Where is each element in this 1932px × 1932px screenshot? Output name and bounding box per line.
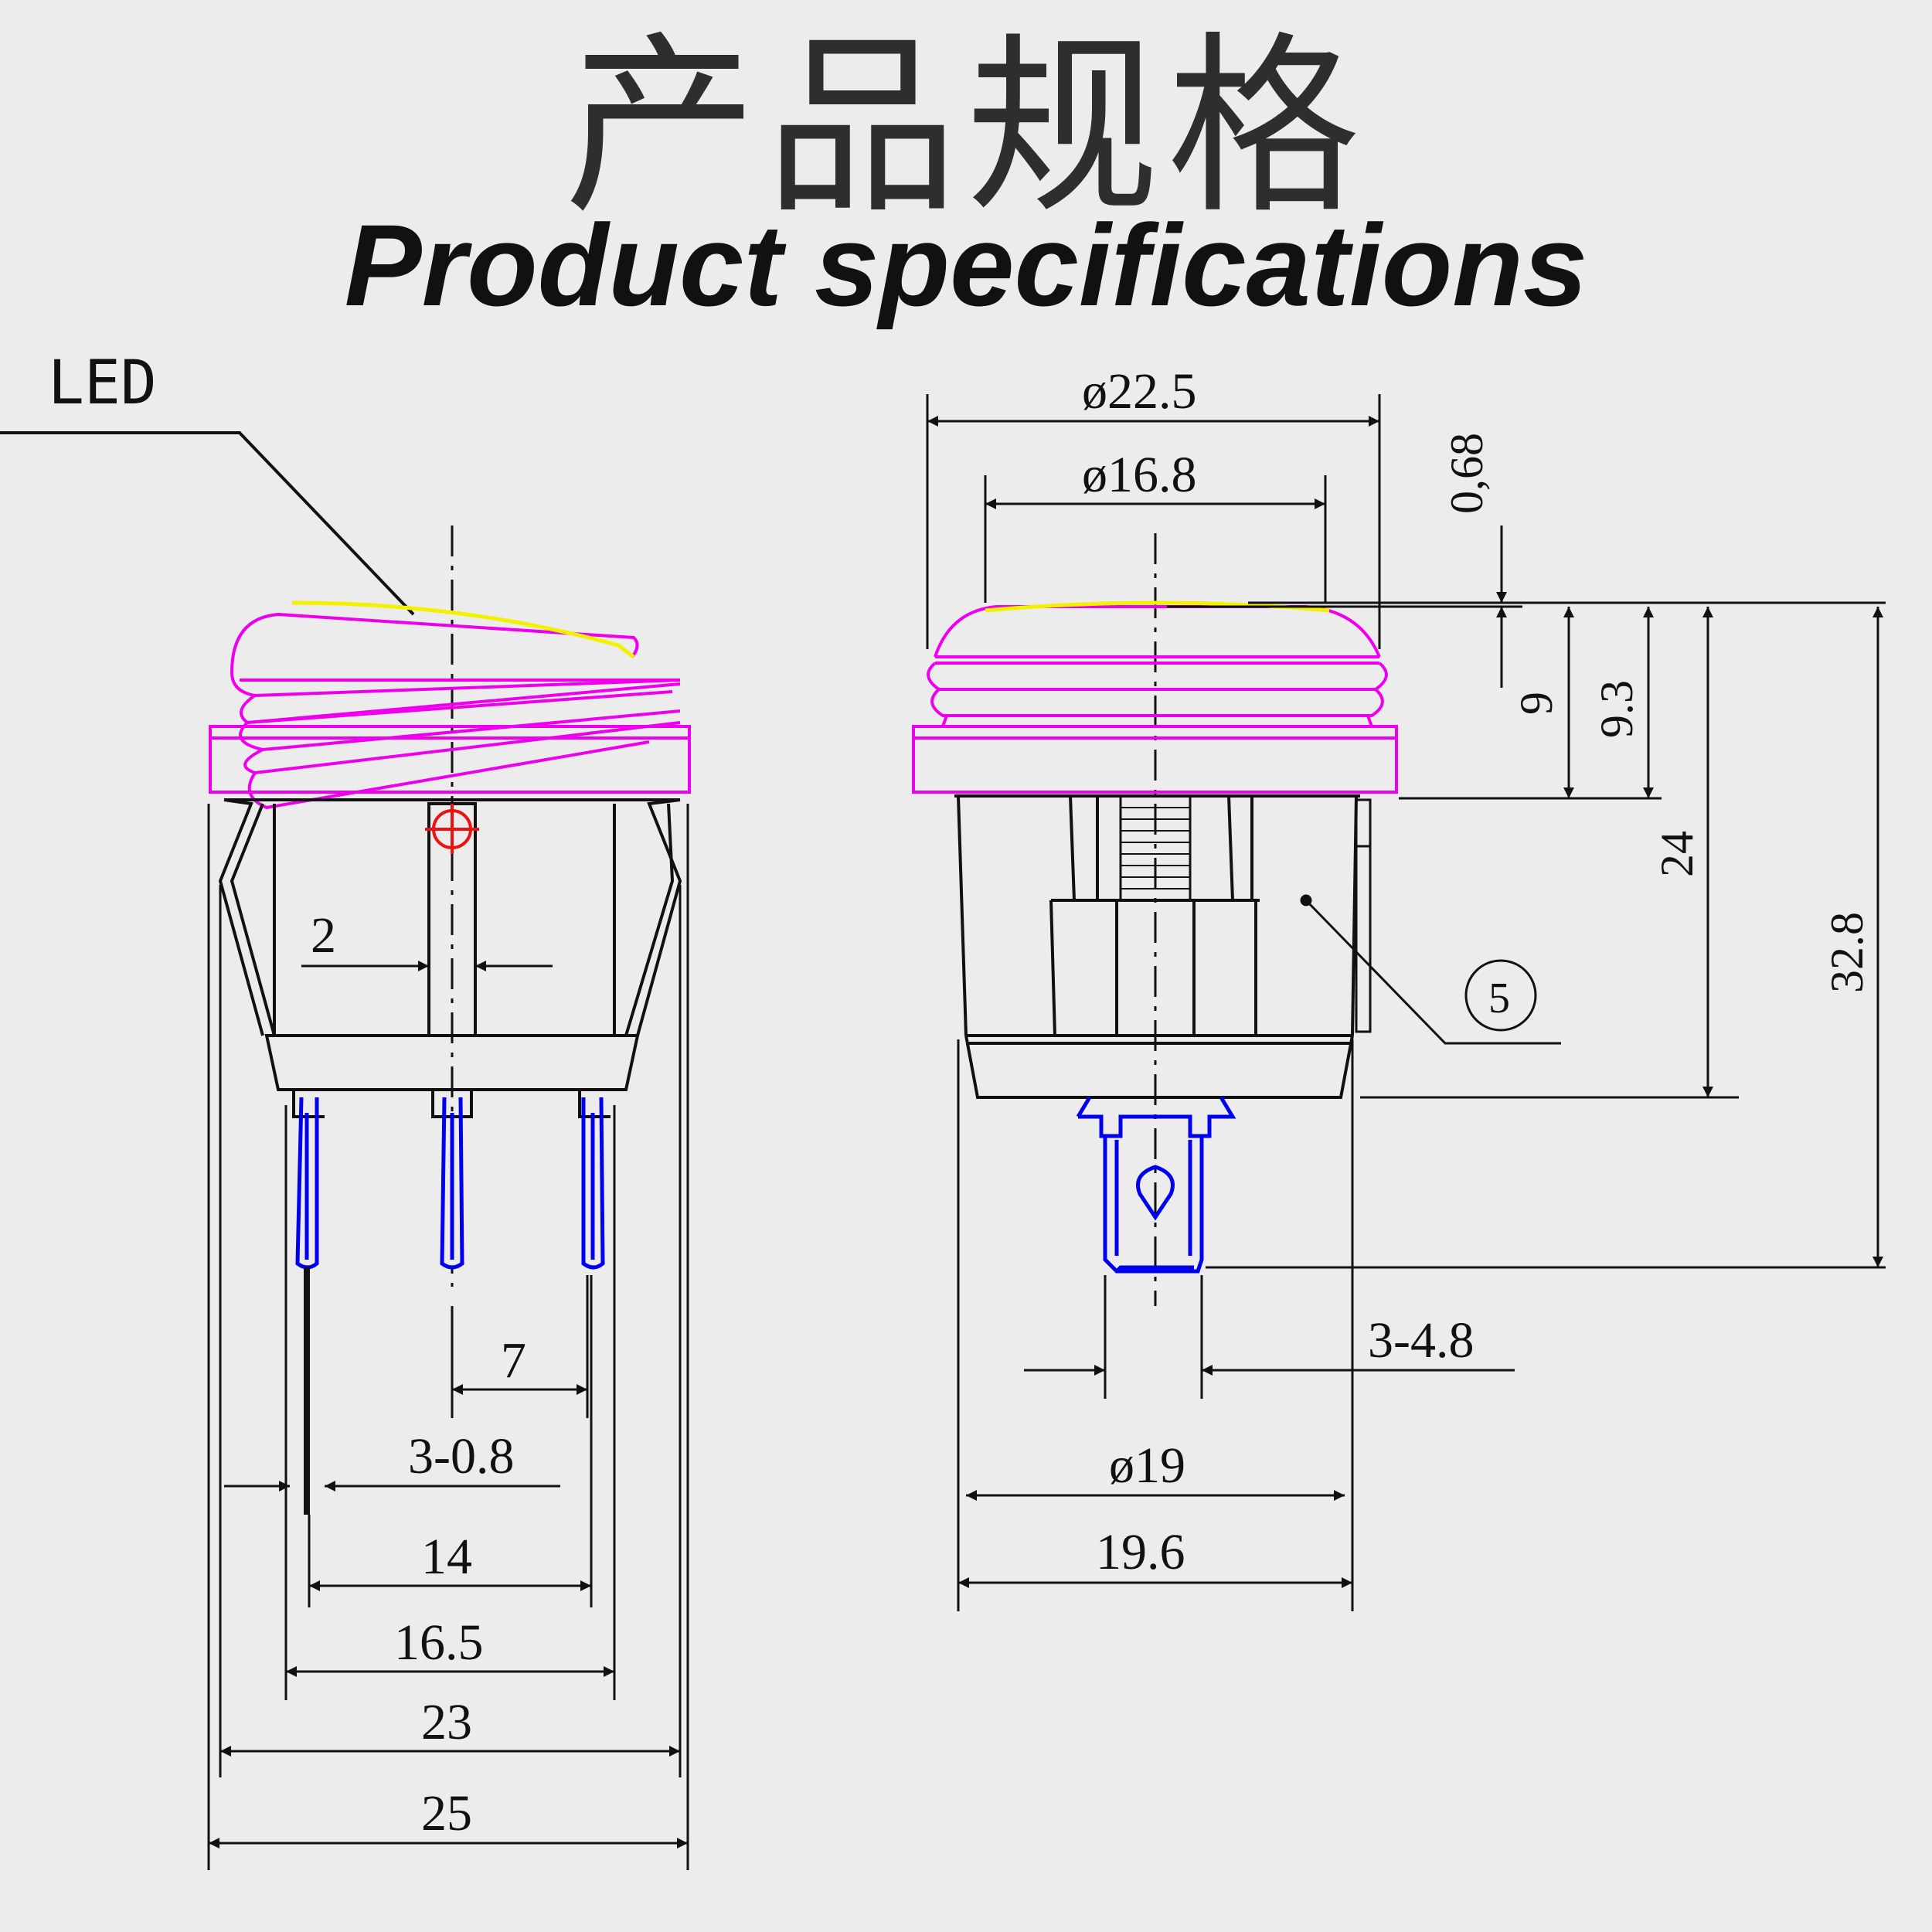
right-body — [954, 794, 1372, 1099]
dim-9.3: 9.3 — [1591, 680, 1642, 738]
left-cap — [209, 612, 691, 810]
left-terminals — [295, 1097, 605, 1270]
right-view: 5 — [912, 363, 1886, 1611]
right-cap — [912, 605, 1398, 794]
dim-3-0.8: 3-0.8 — [408, 1428, 514, 1485]
left-dimension-labels: 2 7 3-0.8 14 16.5 23 25 — [311, 907, 526, 1842]
dim-16.5: 16.5 — [394, 1614, 484, 1671]
dim-0.68: 0,68 — [1441, 433, 1492, 514]
dim-32.8: 32.8 — [1821, 912, 1872, 993]
callout-5-label: 5 — [1488, 975, 1510, 1022]
dim-2: 2 — [311, 907, 336, 964]
led-leader-line — [0, 431, 415, 616]
left-led-lens — [291, 600, 635, 658]
dim-19.6: 19.6 — [1096, 1524, 1185, 1580]
dim-dia16.8: ø16.8 — [1082, 447, 1197, 503]
dim-14: 14 — [421, 1529, 472, 1585]
right-dimension-labels: ø22.5 ø16.8 0,68 9 9.3 24 32.8 3-4.8 ø19… — [1082, 363, 1872, 1580]
dim-24: 24 — [1651, 831, 1702, 877]
dim-dia22.5: ø22.5 — [1082, 363, 1197, 420]
led-label: LED — [48, 349, 157, 418]
right-dimension-lines — [927, 416, 1883, 1588]
dim-3-4.8: 3-4.8 — [1368, 1312, 1474, 1369]
callout-5: 5 — [1300, 894, 1561, 1045]
dim-9: 9 — [1511, 692, 1562, 715]
dim-7: 7 — [501, 1332, 526, 1389]
right-extension-lines — [926, 394, 1886, 1611]
left-dimension-lines — [209, 961, 688, 1849]
left-extension-lines — [207, 804, 689, 1870]
left-center-marker — [425, 804, 479, 854]
dim-23: 23 — [421, 1694, 472, 1750]
dim-25: 25 — [421, 1785, 472, 1842]
left-view: LED — [0, 349, 691, 1870]
title-chinese: 产品规格 — [564, 15, 1368, 240]
title-english: Product specifications — [344, 200, 1588, 330]
right-terminal — [1076, 1096, 1236, 1274]
dim-dia19: ø19 — [1109, 1437, 1185, 1494]
